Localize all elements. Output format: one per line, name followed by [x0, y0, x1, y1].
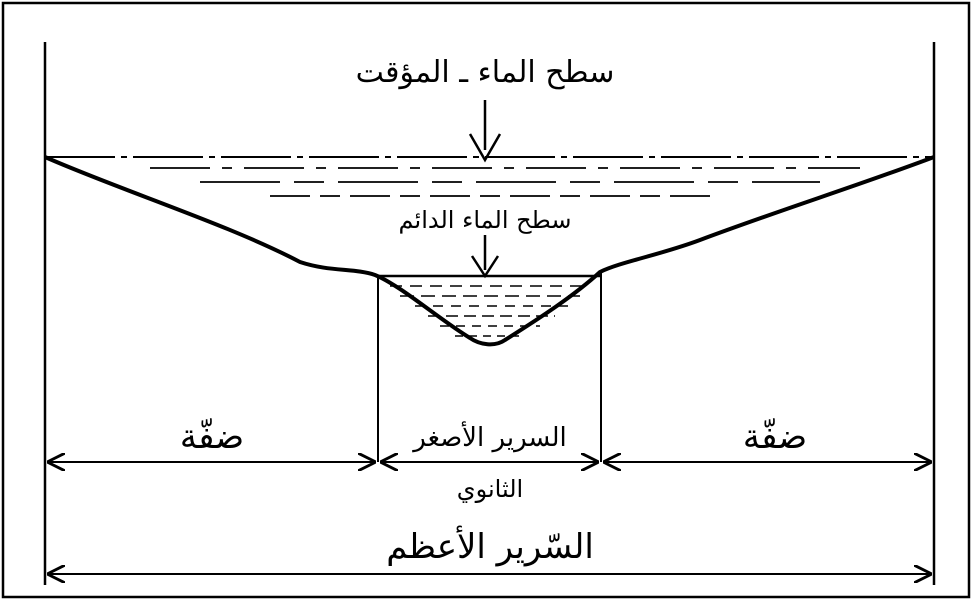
permanent-water-surface-label: سطح الماء الدائم: [399, 206, 572, 234]
minor-bed-secondary-label: الثانوي: [457, 475, 523, 503]
permanent-surface-arrow-icon: [470, 235, 500, 279]
minor-bed-label: السرير الأصغر: [411, 420, 567, 453]
left-bank-label: ضفّة: [180, 417, 244, 457]
major-bed-label: السّرير الأعظم: [386, 525, 594, 567]
ground-profile: [44, 155, 935, 347]
temporary-water-hatching: [150, 167, 860, 197]
temporary-surface-arrow-icon: [468, 100, 502, 163]
temporary-water-surface-label: سطح الماء ـ المؤقت: [356, 55, 615, 90]
right-bank-label: ضفّة: [743, 417, 807, 457]
permanent-water-hatching: [390, 285, 590, 337]
